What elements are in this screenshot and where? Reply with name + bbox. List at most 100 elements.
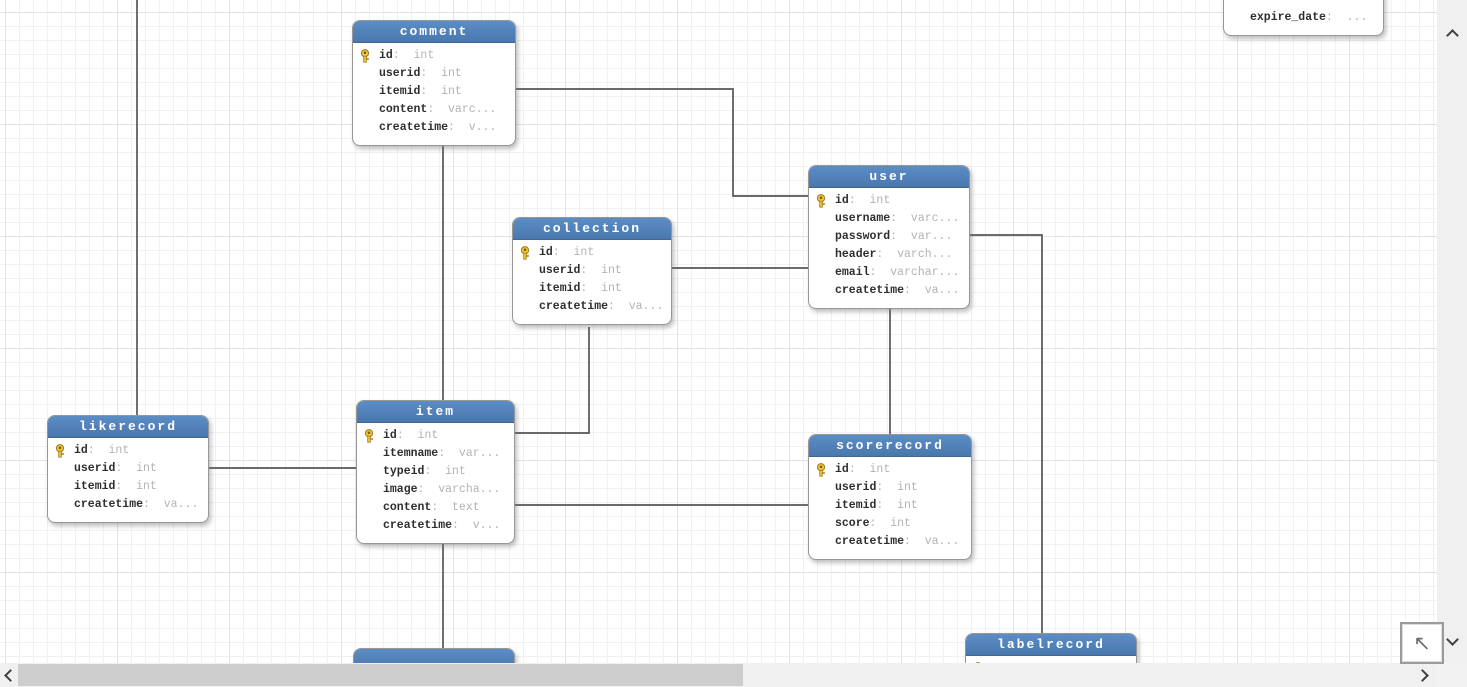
scrollbar-corner [1437, 663, 1467, 687]
field-row-content: content: text [383, 499, 508, 517]
field-row-userid: userid: int [74, 460, 202, 478]
chevron-down-icon [1445, 632, 1459, 646]
table-title-item[interactable]: item [357, 401, 514, 423]
field-name: content [383, 501, 432, 514]
field-type: : int [580, 282, 622, 295]
primary-key-icon [53, 444, 67, 458]
field-type: : varcha... [417, 483, 501, 496]
field-type: : int [392, 49, 435, 62]
field-row-image: image: varcha... [383, 481, 508, 499]
field-name: id [835, 463, 849, 476]
field-name: id [74, 444, 88, 457]
scroll-up-button[interactable] [1443, 26, 1461, 44]
field-type: : ... [1325, 11, 1368, 24]
field-type: : int [848, 463, 891, 476]
table-field-list: expire_date: ... [1224, 0, 1383, 35]
field-type: : int [848, 194, 891, 207]
horizontal-scrollbar[interactable] [0, 663, 1437, 687]
field-type: : int [876, 499, 918, 512]
field-type: : va... [904, 535, 960, 548]
field-name: id [835, 194, 849, 207]
entity-table-labelrecord[interactable]: labelrecord [965, 633, 1137, 663]
field-type: : int [87, 444, 130, 457]
field-row-id: id: int [816, 461, 965, 479]
table-title-clipped-bottom[interactable] [354, 649, 514, 663]
field-type: : int [420, 85, 462, 98]
scroll-down-button[interactable] [1443, 630, 1461, 648]
chevron-left-icon [3, 668, 17, 682]
field-row-itemid: itemid: int [74, 478, 202, 496]
field-name: content [379, 103, 428, 116]
field-row-expire_date: expire_date: ... [1250, 9, 1377, 27]
field-type: : va... [608, 300, 664, 313]
field-name: createtime [74, 498, 144, 511]
field-name: username [835, 212, 891, 225]
field-name: userid [835, 481, 877, 494]
field-row-createtime: createtime: va... [835, 533, 965, 551]
field-type: : int [869, 517, 911, 530]
field-row-createtime: createtime: va... [835, 282, 963, 300]
field-name: itemid [74, 480, 116, 493]
field-name: createtime [835, 535, 905, 548]
jump-to-origin-button[interactable]: ↖ [1400, 622, 1444, 664]
table-title-user[interactable]: user [809, 166, 969, 188]
field-type: : v... [448, 121, 497, 134]
field-type: : int [115, 462, 157, 475]
field-row-id: id: int [816, 192, 963, 210]
field-name: createtime [379, 121, 449, 134]
scroll-left-button[interactable] [1, 666, 19, 684]
field-row-typeid: typeid: int [383, 463, 508, 481]
table-title-labelrecord[interactable]: labelrecord [966, 634, 1136, 656]
primary-key-icon [814, 463, 828, 477]
field-row-createtime: createtime: v... [383, 517, 508, 535]
field-name: itemid [539, 282, 581, 295]
relationship-line-user-labelrecord [968, 234, 1043, 650]
vertical-scrollbar[interactable] [1437, 0, 1467, 663]
field-type: : int [115, 480, 157, 493]
field-name: itemname [383, 447, 439, 460]
relationship-line-collection-item [513, 327, 590, 434]
relationship-line-comment-user [516, 88, 808, 197]
field-type: : varchar... [869, 266, 960, 279]
field-name: score [835, 517, 870, 530]
field-row-userid: userid: int [379, 65, 509, 83]
scroll-right-button[interactable] [1413, 666, 1431, 684]
field-row-email: email: varchar... [835, 264, 963, 282]
field-row-userid: userid: int [539, 262, 665, 280]
field-name: id [539, 246, 553, 259]
field-name: expire_date [1250, 11, 1326, 24]
field-row-header: header: varch... [835, 246, 963, 264]
entity-table-clipped-bottom[interactable] [353, 648, 515, 663]
field-type: : va... [904, 284, 960, 297]
entity-table-clipped-top-right[interactable]: expire_date: ... [1223, 0, 1384, 36]
field-name: header [835, 248, 877, 261]
field-row-itemname: itemname: var... [383, 445, 508, 463]
field-name: userid [539, 264, 581, 277]
table-title-comment[interactable]: comment [353, 21, 515, 43]
field-row-createtime: createtime: va... [74, 496, 202, 514]
field-type: : var... [890, 230, 953, 243]
table-title-likerecord[interactable]: likerecord [48, 416, 208, 438]
horizontal-scrollbar-thumb[interactable] [18, 664, 743, 686]
field-name: createtime [835, 284, 905, 297]
table-title-collection[interactable]: collection [513, 218, 671, 240]
field-type: : int [396, 429, 439, 442]
field-row-id: id: int [55, 442, 202, 460]
primary-key-icon [814, 194, 828, 208]
field-type: : int [876, 481, 918, 494]
table-title-scorerecord[interactable]: scorerecord [809, 435, 971, 457]
field-row-createtime: createtime: v... [379, 119, 509, 137]
field-row [975, 660, 1130, 663]
